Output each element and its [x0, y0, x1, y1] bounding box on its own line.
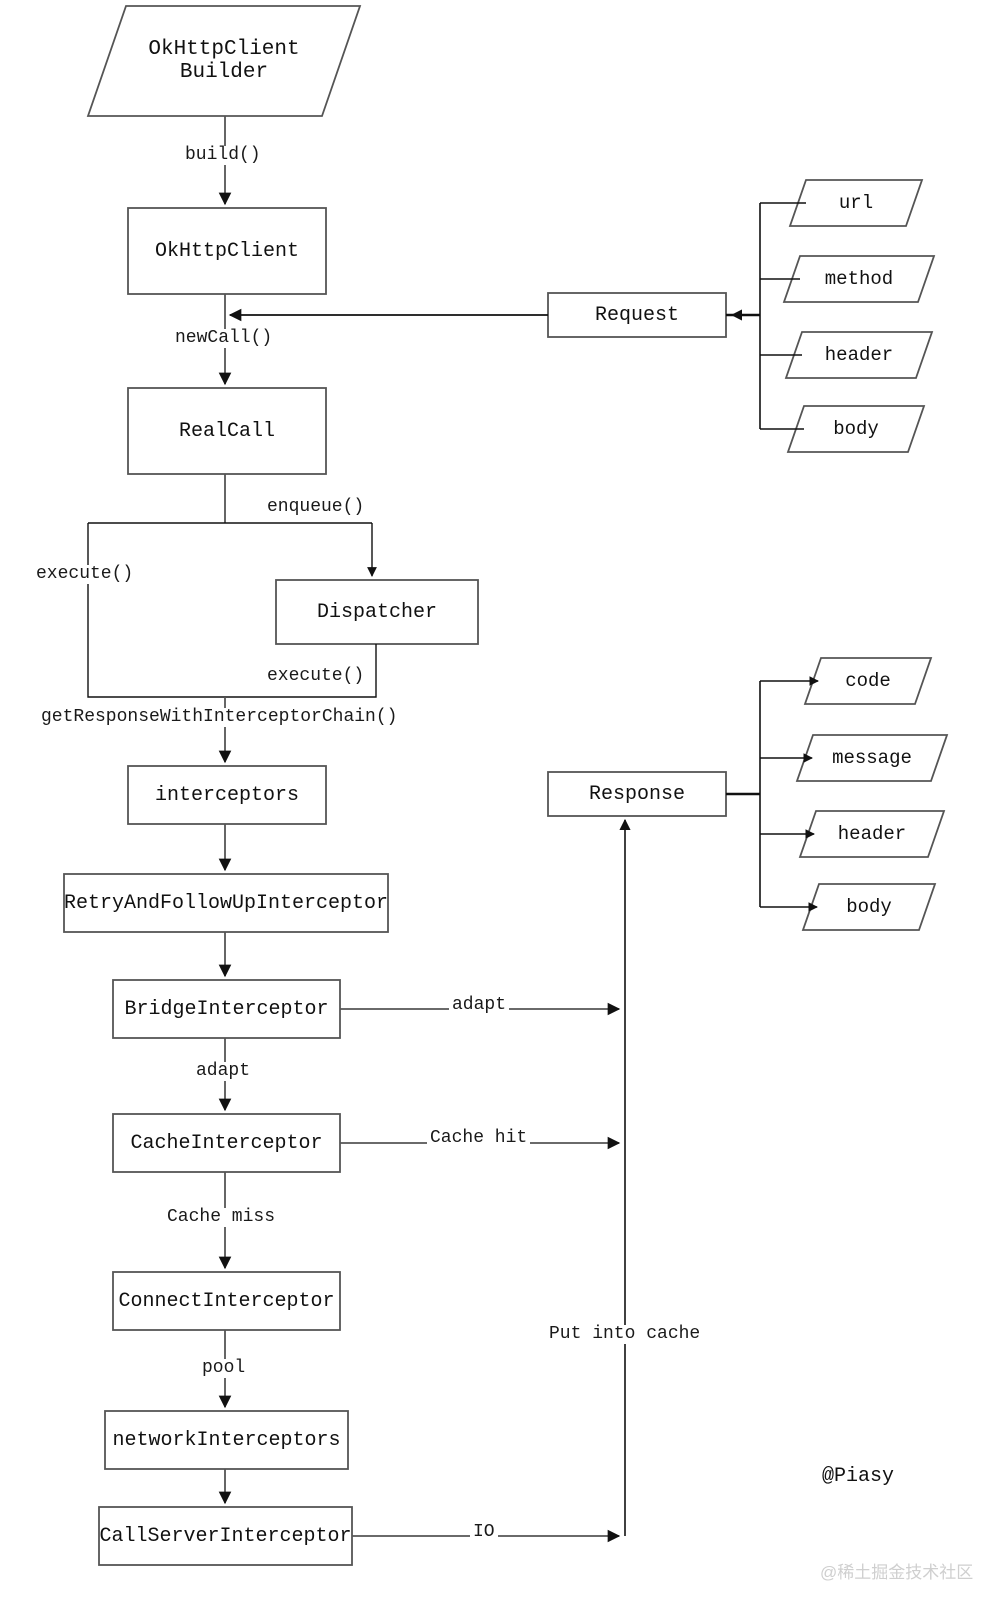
edge-label-io: IO	[470, 1523, 498, 1542]
edge-label-execute-dispatcher: execute()	[264, 667, 368, 686]
edge-label-build: build()	[182, 146, 264, 165]
node-shape-dispatcher[interactable]	[275, 579, 479, 645]
node-shape-response[interactable]	[547, 771, 727, 817]
node-shape-network-interceptors[interactable]	[104, 1410, 349, 1470]
node-shape-cache-interceptor[interactable]	[112, 1113, 341, 1173]
edge-label-adapt-right: adapt	[449, 996, 510, 1015]
node-shape-request-header[interactable]	[784, 331, 934, 379]
edge-label-cache-hit: Cache hit	[427, 1129, 531, 1148]
node-shape-request-method[interactable]	[782, 255, 936, 303]
node-shape-connect-interceptor[interactable]	[112, 1271, 341, 1331]
node-shape-response-header[interactable]	[798, 810, 946, 858]
edge-label-new-call: newCall()	[172, 329, 276, 348]
node-shape-response-code[interactable]	[803, 657, 933, 705]
edge-label-pool: pool	[199, 1359, 249, 1378]
edge-label-get-response-with-interceptor-chain: getResponseWithInterceptorChain()	[38, 708, 401, 727]
node-shape-request-url[interactable]	[788, 179, 924, 227]
edge-label-cache-miss: Cache miss	[164, 1208, 279, 1227]
node-shape-okhttpclient-builder[interactable]	[86, 5, 362, 117]
edge-label-adapt-down: adapt	[193, 1062, 254, 1081]
node-shape-bridge-interceptor[interactable]	[112, 979, 341, 1039]
edge-execute-dispatcher	[225, 644, 377, 698]
site-watermark: @稀土掘金技术社区	[820, 1563, 974, 1582]
node-shape-retry-and-follow-up-interceptor[interactable]	[63, 873, 389, 933]
edge-execute-left	[87, 523, 225, 698]
node-shape-response-message[interactable]	[795, 734, 949, 782]
node-shape-request[interactable]	[547, 292, 727, 338]
edge-label-put-into-cache: Put into cache	[546, 1325, 704, 1344]
edge-label-enqueue: enqueue()	[264, 498, 368, 517]
node-shape-okhttpclient[interactable]	[127, 207, 327, 295]
edge-label-execute-left: execute()	[33, 565, 137, 584]
node-shape-realcall[interactable]	[127, 387, 327, 475]
author-signature: @Piasy	[822, 1465, 895, 1488]
node-shape-interceptors[interactable]	[127, 765, 327, 825]
node-shape-response-body[interactable]	[801, 883, 937, 931]
node-shape-request-body[interactable]	[786, 405, 926, 453]
node-shape-call-server-interceptor[interactable]	[98, 1506, 353, 1566]
